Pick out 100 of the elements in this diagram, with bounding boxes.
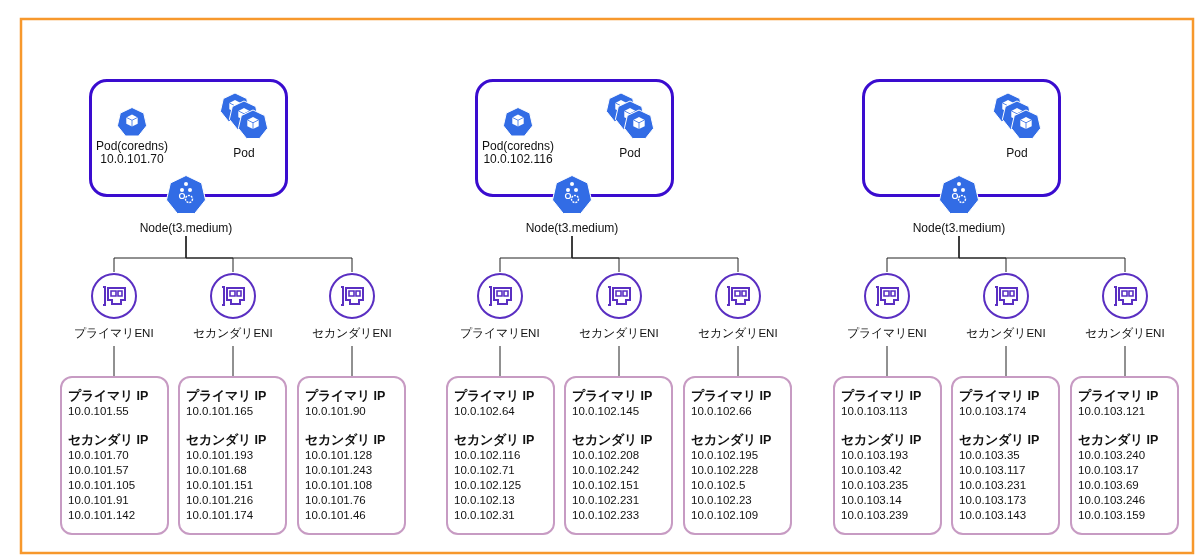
ip-list-card [833, 376, 942, 535]
ip-list-card [178, 376, 287, 535]
ip-address: 10.0.101.70 [100, 153, 164, 166]
ip-address: 10.0.102.195 [691, 448, 759, 463]
ip-address: 10.0.101.91 [68, 493, 129, 508]
connector-line [571, 235, 739, 273]
eni-label: セカンダリENI [578, 326, 660, 340]
ip-address: 10.0.102.151 [572, 478, 640, 493]
ip-address: 10.0.101.76 [305, 493, 366, 508]
ip-list-card [683, 376, 792, 535]
connector-line [499, 345, 501, 377]
ip-address: 10.0.103.240 [1078, 448, 1146, 463]
eni-label: プライマリENI [459, 326, 541, 340]
ip-address: 10.0.103.239 [841, 508, 909, 523]
ip-address: 10.0.101.216 [186, 493, 254, 508]
connector-line [1124, 345, 1126, 377]
section-heading: セカンダリ IP [572, 433, 653, 448]
ip-address: 10.0.102.228 [691, 463, 759, 478]
pod-label: Pod [1005, 146, 1029, 160]
ip-list-card [60, 376, 169, 535]
ip-address: 10.0.101.165 [186, 404, 254, 419]
ip-address: 10.0.103.173 [959, 493, 1027, 508]
ip-address: 10.0.102.66 [691, 404, 752, 419]
ip-address: 10.0.102.31 [454, 508, 515, 523]
ip-address: 10.0.102.231 [572, 493, 640, 508]
ip-address: 10.0.102.242 [572, 463, 640, 478]
connector-line [618, 345, 620, 377]
connector-line [185, 235, 353, 273]
section-heading: プライマリ IP [959, 389, 1040, 404]
ip-address: 10.0.103.42 [841, 463, 902, 478]
ip-address: 10.0.101.151 [186, 478, 254, 493]
connector-line [958, 235, 1126, 273]
section-heading: プライマリ IP [841, 389, 922, 404]
eni-label: プライマリENI [846, 326, 928, 340]
pod-label: Pod(coredns) [94, 140, 169, 153]
ip-address: 10.0.103.159 [1078, 508, 1146, 523]
ip-address: 10.0.101.70 [68, 448, 129, 463]
section-heading: セカンダリ IP [68, 433, 149, 448]
ip-address: 10.0.102.71 [454, 463, 515, 478]
ip-list-card [297, 376, 406, 535]
ip-list-card [1070, 376, 1179, 535]
ip-list-card [446, 376, 555, 535]
connector-line [1005, 345, 1007, 377]
section-heading: セカンダリ IP [959, 433, 1040, 448]
section-heading: プライマリ IP [1078, 389, 1159, 404]
connector-line [886, 345, 888, 377]
section-heading: セカンダリ IP [841, 433, 922, 448]
section-heading: セカンダリ IP [186, 433, 267, 448]
ip-address: 10.0.103.235 [841, 478, 909, 493]
ip-list-card [564, 376, 673, 535]
ip-address: 10.0.103.193 [841, 448, 909, 463]
ip-address: 10.0.103.143 [959, 508, 1027, 523]
pod-label: Pod [232, 146, 256, 160]
section-heading: プライマリ IP [454, 389, 535, 404]
section-heading: プライマリ IP [186, 389, 267, 404]
section-heading: プライマリ IP [68, 389, 149, 404]
connector-line [737, 345, 739, 377]
ip-address: 10.0.102.5 [691, 478, 746, 493]
eni-label: セカンダリENI [311, 326, 393, 340]
section-heading: プライマリ IP [691, 389, 772, 404]
connector-line [232, 345, 234, 377]
ip-address: 10.0.101.57 [68, 463, 129, 478]
eni-label: プライマリENI [73, 326, 155, 340]
connector-line [113, 345, 115, 377]
eni-label: セカンダリENI [697, 326, 779, 340]
ip-address: 10.0.101.46 [305, 508, 366, 523]
ip-address: 10.0.101.193 [186, 448, 254, 463]
ip-address: 10.0.101.90 [305, 404, 366, 419]
ip-address: 10.0.103.69 [1078, 478, 1139, 493]
ip-address: 10.0.103.35 [959, 448, 1020, 463]
ip-address: 10.0.101.105 [68, 478, 136, 493]
ip-address: 10.0.101.142 [68, 508, 136, 523]
ip-address: 10.0.103.174 [959, 404, 1027, 419]
ip-address: 10.0.102.208 [572, 448, 640, 463]
section-heading: プライマリ IP [572, 389, 653, 404]
eni-label: セカンダリENI [965, 326, 1047, 340]
ip-address: 10.0.102.125 [454, 478, 522, 493]
section-heading: プライマリ IP [305, 389, 386, 404]
section-heading: セカンダリ IP [305, 433, 386, 448]
ip-address: 10.0.101.108 [305, 478, 373, 493]
ip-address: 10.0.102.109 [691, 508, 759, 523]
ip-address: 10.0.101.174 [186, 508, 254, 523]
ip-address: 10.0.103.231 [959, 478, 1027, 493]
ip-address: 10.0.101.128 [305, 448, 373, 463]
ip-address: 10.0.102.116 [482, 153, 553, 166]
section-heading: セカンダリ IP [454, 433, 535, 448]
ip-address: 10.0.103.17 [1078, 463, 1139, 478]
ip-address: 10.0.103.14 [841, 493, 902, 508]
eni-label: セカンダリENI [1084, 326, 1166, 340]
ip-list-card [951, 376, 1060, 535]
ip-address: 10.0.102.13 [454, 493, 515, 508]
node-label: Node(t3.medium) [524, 221, 620, 235]
ip-address: 10.0.103.117 [959, 463, 1026, 478]
ip-address: 10.0.102.64 [454, 404, 515, 419]
ip-address: 10.0.102.116 [454, 448, 521, 463]
section-heading: セカンダリ IP [691, 433, 772, 448]
ip-address: 10.0.101.55 [68, 404, 129, 419]
eni-label: セカンダリENI [192, 326, 274, 340]
ip-address: 10.0.103.246 [1078, 493, 1146, 508]
ip-address: 10.0.102.23 [691, 493, 752, 508]
